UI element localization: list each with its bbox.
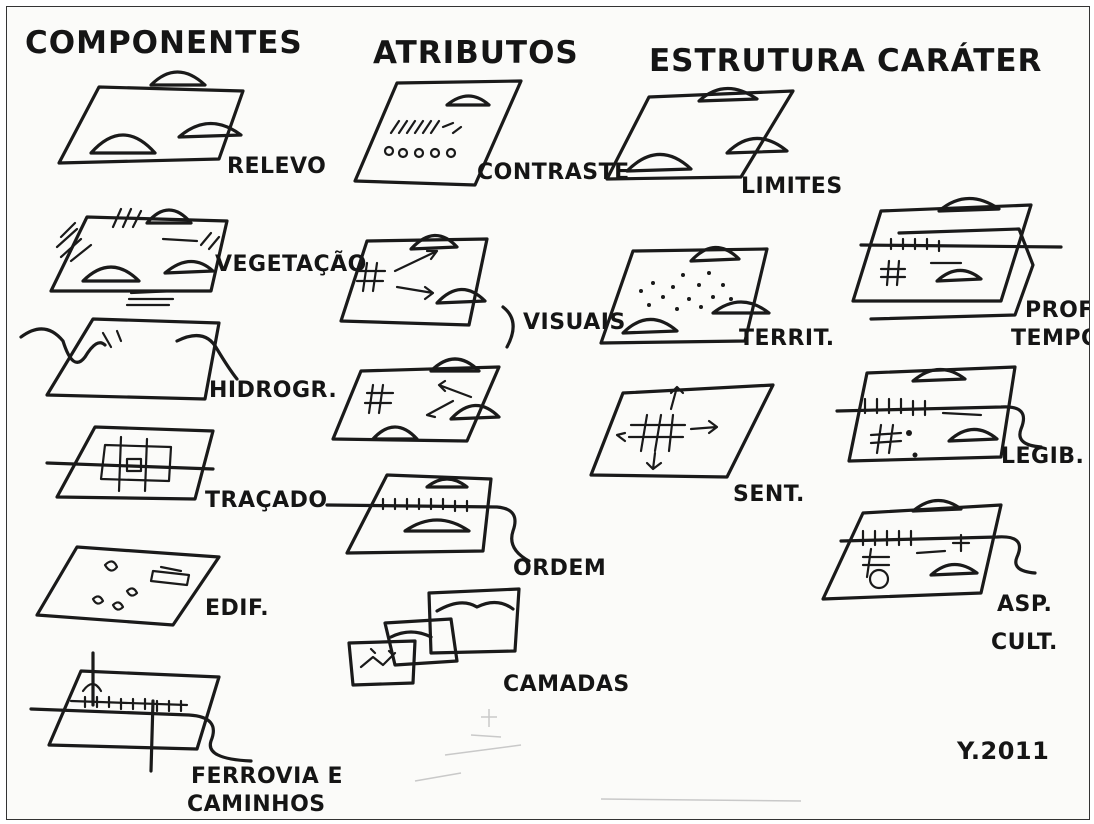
heading-carater: CARÁTER: [877, 43, 1042, 79]
label-ordem: ORDEM: [513, 556, 606, 581]
sketch-relevo: [57, 70, 245, 165]
heading-atributos: ATRIBUTOS: [373, 35, 579, 71]
sketch-hidrografia: [19, 317, 239, 401]
label-hidrografia: HIDROGR.: [209, 378, 337, 403]
label-sent: SENT.: [733, 482, 805, 507]
label-tracado: TRAÇADO: [205, 488, 328, 513]
label-contraste: CONTRASTE: [477, 160, 630, 185]
sketch-edificacoes: [35, 545, 221, 627]
label-asp: ASP.: [997, 592, 1052, 617]
faint-pencil-marks: [414, 709, 802, 802]
sketch-territorios: [599, 245, 771, 345]
label-camadas: CAMADAS: [503, 672, 630, 697]
sketch-camadas: [347, 587, 521, 687]
sketch-atributo-sem-rotulo: [331, 357, 501, 443]
territorio-dots: [639, 271, 733, 311]
sketch-asp-cult: [821, 498, 1037, 601]
heading-componentes: COMPONENTES: [25, 25, 303, 61]
sketch-ordem: [325, 473, 531, 563]
label-ferrovia-line2: CAMINHOS: [187, 792, 326, 817]
sketch-contraste: [353, 79, 523, 187]
label-relevo: RELEVO: [227, 154, 326, 179]
sketch-ferrovia: [29, 651, 253, 773]
sketch-sentidos: [589, 383, 775, 479]
sketch-prof-tempo: [851, 196, 1063, 321]
signature-date: Y.2011: [956, 737, 1049, 765]
sketch-legibilidade: [835, 365, 1043, 463]
sketch-vegetacao: [49, 207, 229, 307]
sketch-tracado: [45, 425, 215, 501]
sketch-sheet: COMPONENTES ATRIBUTOS ESTRUTURA CARÁTER …: [6, 6, 1090, 820]
sketch-limites: [605, 86, 795, 181]
label-cult: CULT.: [991, 630, 1058, 655]
label-edif: EDIF.: [205, 596, 269, 621]
label-vegetacao: VEGETAÇÃO: [215, 251, 367, 277]
label-ferrovia-line1: FERROVIA E: [191, 764, 343, 789]
label-legib: LEGIB.: [1001, 444, 1084, 469]
heading-estrutura: ESTRUTURA: [649, 43, 866, 79]
label-tempo: TEMPO: [1011, 326, 1089, 351]
sketch-canvas: COMPONENTES ATRIBUTOS ESTRUTURA CARÁTER …: [19, 25, 1089, 817]
label-prof: PROF.: [1025, 298, 1089, 323]
sketch-visuais: [339, 233, 515, 349]
label-territ: TERRIT.: [739, 326, 835, 351]
label-limites: LIMITES: [741, 174, 843, 199]
